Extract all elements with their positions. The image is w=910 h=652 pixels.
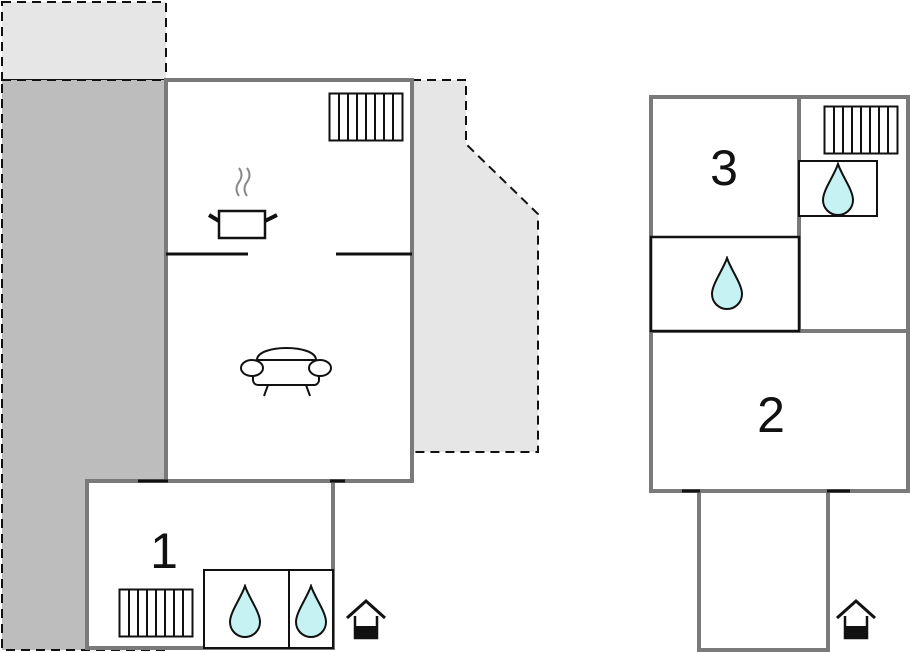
left-building: 1: [1, 1, 539, 651]
radiator-icon: [823, 105, 899, 155]
terrace-right: [411, 79, 539, 453]
room-number-2: 2: [757, 387, 785, 443]
sofa-icon: [240, 347, 332, 397]
shower-room: [649, 235, 801, 333]
kitchen-living-area: [164, 78, 414, 483]
right-building: 3 2: [649, 95, 910, 652]
entrance-icon: [345, 599, 387, 640]
radiator-icon: [118, 588, 194, 638]
radiator-icon: [328, 92, 404, 142]
room-number-1: 1: [150, 523, 178, 579]
terrace-top-left: [1, 1, 167, 81]
entrance-icon: [835, 599, 877, 640]
corridor: [697, 489, 830, 652]
room-number-3: 3: [710, 140, 738, 196]
cooking-pot-icon: [207, 167, 278, 240]
